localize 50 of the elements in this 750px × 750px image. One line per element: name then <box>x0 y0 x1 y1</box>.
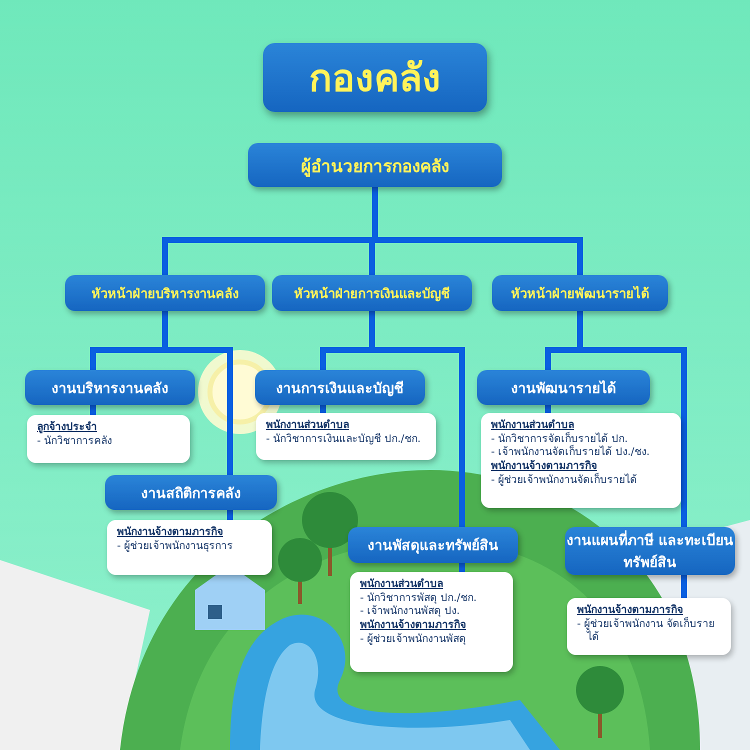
staff-group-heading: พนักงานส่วนตำบล <box>266 419 349 433</box>
position-title: งานสถิติการคลัง <box>141 484 241 504</box>
staff-position-item: - ผู้ช่วยเจ้าพนักงานจัดเก็บรายได้ <box>491 474 638 488</box>
staff-card <box>481 413 681 508</box>
position-title: ผู้อำนวยการกองคลัง <box>301 156 449 178</box>
staff-group-heading: พนักงานจ้างตามภารกิจ <box>360 618 466 633</box>
connector-line <box>227 510 233 520</box>
position-title: งานการเงินและบัญชี <box>276 380 404 398</box>
staff-group-heading: พนักงานส่วนตำบล <box>360 578 443 592</box>
staff-position-item: - เจ้าพนักงานจัดเก็บรายได้ ปง./ชง. <box>491 446 650 460</box>
position-box <box>255 370 425 405</box>
position-box <box>65 275 265 311</box>
connector-line <box>545 405 551 413</box>
staff-card <box>567 598 731 655</box>
staff-group-heading: พนักงานจ้างตามภารกิจ <box>117 526 223 540</box>
staff-position-item: - นักวิชาการคลัง <box>37 434 112 448</box>
position-box <box>248 143 502 187</box>
position-box <box>492 275 668 311</box>
staff-position-item: - นักวิชาการเงินและบัญชี ปก./ชก. <box>266 432 421 446</box>
staff-position-item: - นักวิชาการพัสดุ ปก./ชก. <box>360 592 477 605</box>
connector-line <box>320 405 326 413</box>
position-title: หัวหน้าฝ่ายบริหารงานคลัง <box>92 286 238 304</box>
connector-line <box>90 405 96 415</box>
position-box <box>25 370 195 405</box>
staff-card <box>27 415 190 463</box>
position-box <box>348 527 518 563</box>
title-banner: กองคลัง <box>263 43 487 112</box>
position-title: หัวหน้าฝ่ายพัฒนารายได้ <box>511 284 649 304</box>
staff-group-heading: พนักงานจ้างตามภารกิจ <box>491 460 597 472</box>
connector-line <box>459 563 465 572</box>
connector-line <box>681 575 687 598</box>
staff-position-item: - ผู้ช่วยเจ้าพนักงาน จัดเก็บรายได้ <box>577 618 716 645</box>
position-box <box>105 475 277 510</box>
staff-card <box>350 572 513 672</box>
position-title: หัวหน้าฝ่ายการเงินและบัญชี <box>294 286 450 304</box>
staff-card <box>107 520 272 575</box>
staff-group-heading: ลูกจ้างประจำ <box>37 421 97 435</box>
staff-position-item: - ผู้ช่วยเจ้าพนักงานธุรการ <box>117 540 234 554</box>
position-title: งานแผนที่ภาษี และทะเบียนทรัพย์สิน <box>565 529 735 573</box>
staff-position-item: - ผู้ช่วยเจ้าพนักงานพัสดุ <box>360 632 466 646</box>
position-box <box>272 275 472 311</box>
position-box <box>477 370 650 405</box>
position-title: งานบริหารงานคลัง <box>52 380 168 398</box>
staff-position-item: - นักวิชาการจัดเก็บรายได้ ปก. <box>491 432 628 445</box>
staff-group-heading: พนักงานจ้างตามภารกิจ <box>577 604 683 616</box>
staff-card <box>256 413 436 460</box>
staff-group-heading: พนักงานส่วนตำบล <box>491 419 574 432</box>
staff-position-item: - เจ้าพนักงานพัสดุ ปง. <box>360 605 460 619</box>
position-title: งานพัฒนารายได้ <box>511 379 616 398</box>
position-title: งานพัสดุและทรัพย์สิน <box>368 536 498 556</box>
